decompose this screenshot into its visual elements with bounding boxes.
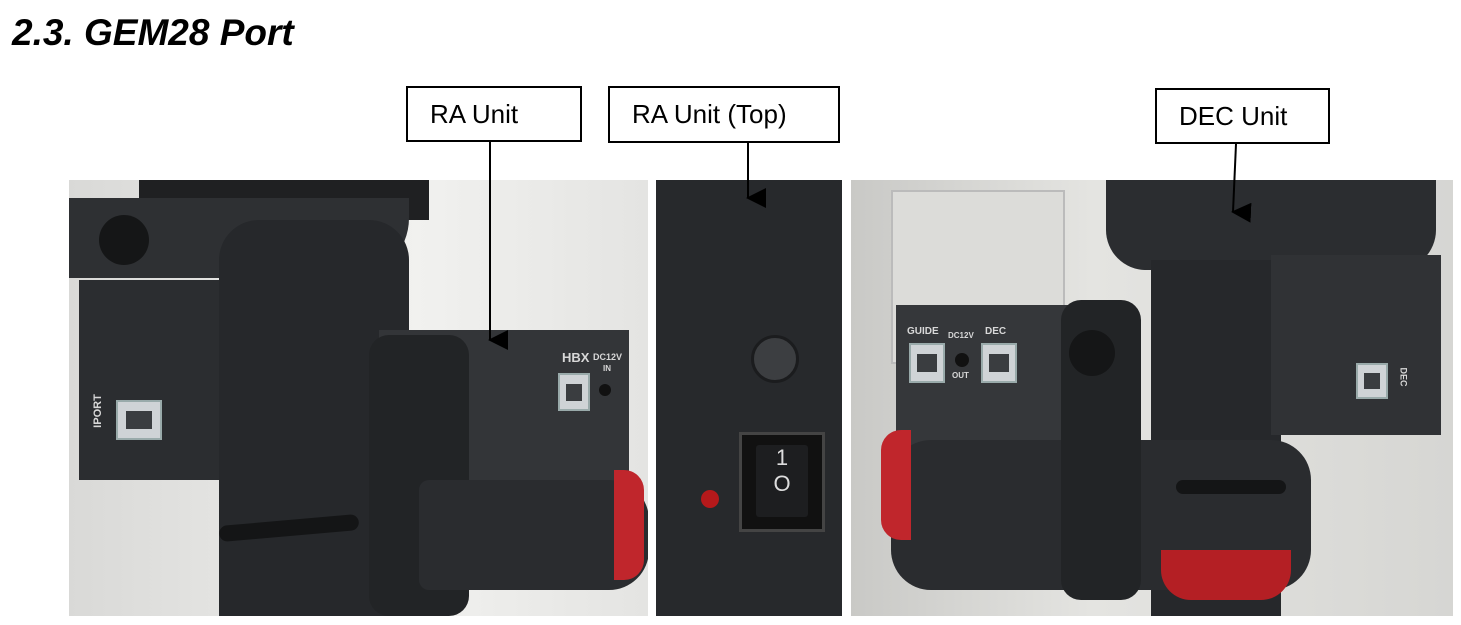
dc12v-label: DC12V [593,352,623,362]
dec-label: DEC [985,326,1007,337]
guide-label: GUIDE [907,326,939,337]
out-label: OUT [952,371,969,380]
lock-knob-icon [1069,330,1115,376]
in-label: IN [603,364,611,373]
hbx-jack [558,373,590,411]
callout-ra-unit: RA Unit [406,86,582,142]
hbx-label: HBX [562,350,590,365]
dc-in-jack [599,384,611,396]
photo-dec-unit: GUIDE DC12V DEC OUT DEC [851,180,1453,616]
guide-jack [909,343,945,383]
callout-ra-unit-top: RA Unit (Top) [608,86,840,143]
switch-on-label: 1 [775,445,789,470]
photo-ra-unit: IPORT HBX DC12V IN [69,180,648,616]
photo-ra-unit-top: 1 O [656,180,842,616]
callout-dec-unit: DEC Unit [1155,88,1330,144]
dec-side-jack [1356,363,1388,399]
dc12v-out-label: DC12V [948,331,974,340]
switch-off-label: O [773,471,791,496]
power-switch: 1 O [739,432,825,532]
arrow-dec-unit [1231,143,1252,223]
dec-jack [981,343,1017,383]
iport-jack [116,400,162,440]
section-title: 2.3. GEM28 Port [12,12,294,53]
dc-out-jack [955,353,969,367]
power-led [701,490,719,508]
lock-knob-icon [99,215,149,265]
